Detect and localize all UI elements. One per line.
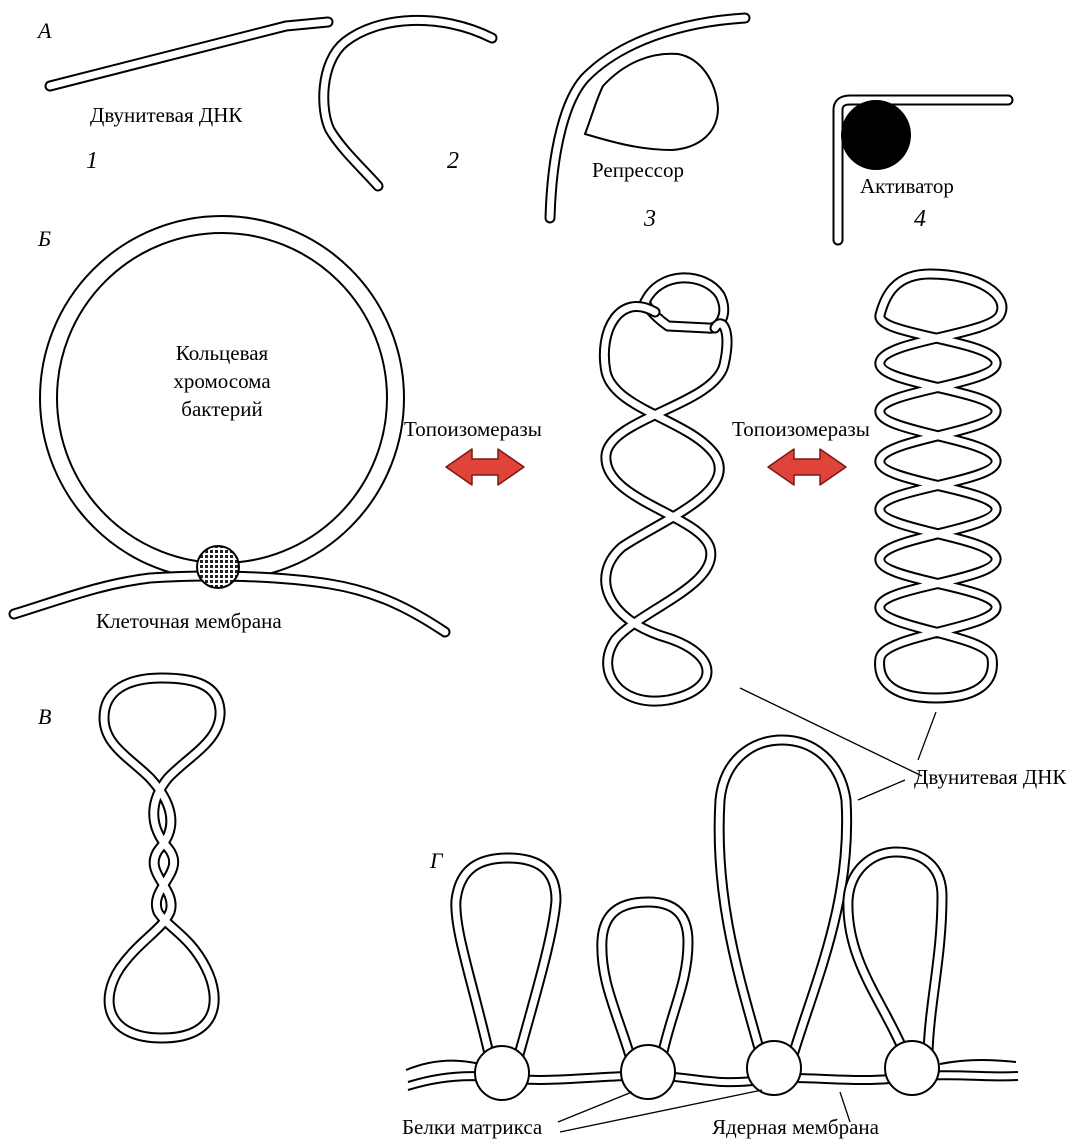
number-3: 3 xyxy=(643,206,656,232)
repressor-protein xyxy=(585,54,718,150)
repressor-label: Репрессор xyxy=(592,158,684,182)
topoisomerase-label-1: Топоизомеразы xyxy=(404,417,542,441)
number-1: 1 xyxy=(86,148,98,174)
double-arrow-2 xyxy=(768,449,846,485)
panel-label-v: В xyxy=(38,704,51,729)
dna-label-a: Двунитевая ДНК xyxy=(90,103,243,127)
chromosome-label-line-3: бактерий xyxy=(181,397,262,421)
nuclear-membrane-label: Ядерная мембрана xyxy=(712,1115,880,1139)
matrix-protein-4 xyxy=(885,1041,939,1095)
dna-bent-2 xyxy=(324,20,492,186)
activator-protein xyxy=(841,100,911,170)
matrix-pointer-line-1 xyxy=(558,1092,632,1122)
dna-label-b: Двунитевая ДНК xyxy=(914,765,1067,789)
dna-pointer-line-3 xyxy=(858,780,905,800)
panel-label-b: Б xyxy=(37,226,51,251)
number-2: 2 xyxy=(447,148,459,174)
double-arrow-1 xyxy=(446,449,524,485)
dna-linear-1 xyxy=(50,22,328,86)
membrane-label: Клеточная мембрана xyxy=(96,609,282,633)
supercoiled-dna-right xyxy=(880,274,1002,698)
number-4: 4 xyxy=(914,206,926,232)
chromosome-label-line-1: Кольцевая xyxy=(176,341,269,365)
figure-eight-dna xyxy=(104,678,220,1038)
supercoiled-dna-middle xyxy=(604,278,727,701)
matrix-proteins-label: Белки матрикса xyxy=(402,1115,543,1139)
activator-label: Активатор xyxy=(860,174,954,198)
matrix-protein-3 xyxy=(747,1041,801,1095)
matrix-protein-1 xyxy=(475,1046,529,1100)
chromosome-label-line-2: хромосома xyxy=(173,369,271,393)
membrane-anchor xyxy=(197,546,239,588)
dna-pointer-line-2 xyxy=(918,712,936,760)
chromatin-loop-3 xyxy=(719,740,847,1052)
topoisomerase-label-2: Топоизомеразы xyxy=(732,417,870,441)
panel-label-g: Г xyxy=(429,848,444,873)
chromatin-loop-2 xyxy=(602,902,688,1056)
chromatin-loop-4 xyxy=(848,852,942,1052)
matrix-protein-2 xyxy=(621,1045,675,1099)
chromatin-loop-1 xyxy=(456,858,556,1058)
panel-label-a: А xyxy=(36,18,52,43)
